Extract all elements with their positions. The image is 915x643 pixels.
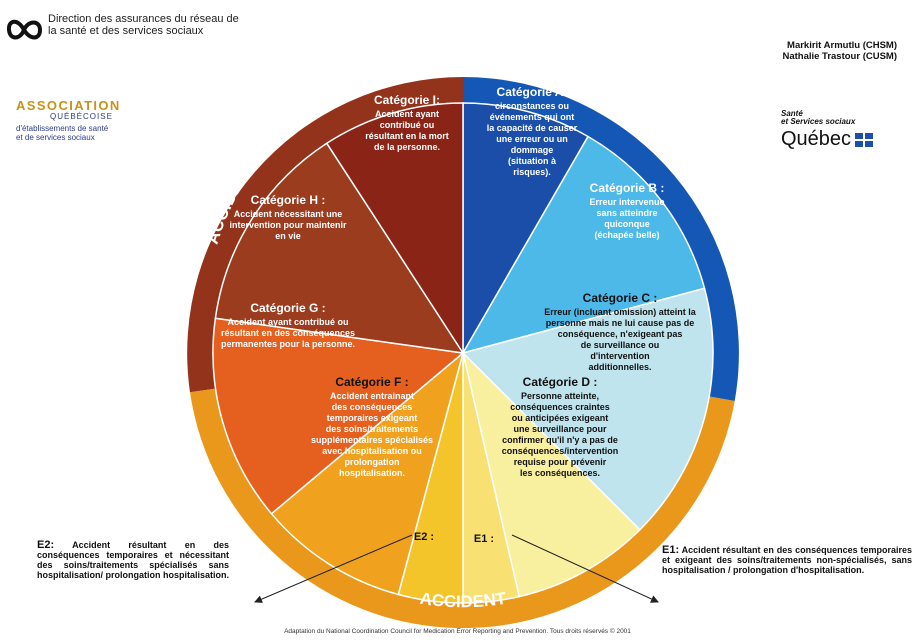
category-c-line: personne mais ne lui cause pas de bbox=[546, 318, 695, 328]
legend-e1-key: E1: bbox=[662, 544, 680, 556]
category-d-line: ou anticipées exigeant bbox=[512, 413, 609, 423]
quebec-flag-icon bbox=[855, 132, 874, 147]
category-f-line: des conséquences bbox=[332, 402, 413, 412]
category-f-line: hospitalisation. bbox=[339, 468, 405, 478]
category-a-line: la capacité de causer bbox=[487, 123, 578, 133]
direction-logo-icon bbox=[6, 19, 43, 40]
category-b-line: sans atteindre bbox=[596, 208, 657, 218]
category-h-line: Accident nécessitant une bbox=[234, 209, 343, 219]
category-i-line: contribué ou bbox=[380, 120, 435, 130]
direction-text: Direction des assurances du réseau de la… bbox=[48, 13, 239, 37]
category-e2-label: E2 : bbox=[414, 531, 434, 543]
association-name: ASSOCIATION bbox=[16, 98, 121, 113]
wedge-category-g bbox=[212, 317, 465, 515]
legend-e2-key: E2: bbox=[37, 539, 55, 551]
arrow-e1 bbox=[511, 534, 659, 603]
category-wedges bbox=[212, 102, 714, 604]
legend-e2-text: Accident résultant en des conséquences t… bbox=[37, 540, 230, 580]
sante-line-2: et Services sociaux bbox=[781, 117, 856, 126]
category-d-line: une surveillance pour bbox=[513, 424, 607, 434]
arrow-e2 bbox=[254, 534, 413, 603]
association-sub: QUÉBÉCOISE bbox=[50, 112, 113, 121]
wedge-category-f bbox=[270, 350, 465, 596]
category-c-line: de surveillance ou bbox=[581, 340, 660, 350]
category-b-line: (échapée belle) bbox=[594, 230, 659, 240]
author-1: Markirit Armutlu (CHSM) bbox=[787, 40, 897, 51]
category-i-line: de la personne. bbox=[374, 142, 440, 152]
category-d-line: requise pour prévenir bbox=[514, 457, 607, 467]
authors: Markirit Armutlu (CHSM) Nathalie Trastou… bbox=[782, 40, 897, 62]
category-f-line: des soins/traitements bbox=[326, 424, 419, 434]
association-line-2: et de services sociaux bbox=[16, 133, 95, 142]
association-line-1: d'établissements de santé bbox=[16, 124, 109, 133]
sante-line-1: Santé bbox=[781, 109, 803, 118]
category-c-line: conséquence, n'exigeant pas bbox=[558, 329, 683, 339]
wedge-category-a bbox=[462, 102, 590, 356]
category-i-title: Catégorie I: bbox=[374, 93, 440, 107]
category-f-title: Catégorie F : bbox=[335, 375, 408, 389]
category-a-line: dommage bbox=[511, 145, 554, 155]
category-f-line: supplémentaires spécialisés bbox=[311, 435, 433, 445]
legend-e1-text: Accident résultant en des conséquences t… bbox=[662, 545, 913, 575]
wedge-category-c bbox=[461, 287, 714, 531]
category-g-line: permanentes pour la personne. bbox=[221, 339, 355, 349]
category-d-line: conséquences/intervention bbox=[502, 446, 619, 456]
category-d-line: confirmer qu'il n'y a pas de bbox=[502, 435, 618, 445]
quebec-wordmark: Québec bbox=[781, 128, 852, 150]
author-2: Nathalie Trastour (CUSM) bbox=[782, 51, 897, 62]
category-a-line: risques). bbox=[513, 167, 551, 177]
category-i-line: Accident ayant bbox=[375, 109, 439, 119]
category-c-line: additionnelles. bbox=[588, 362, 651, 372]
category-c-title: Catégorie C : bbox=[583, 291, 658, 305]
wedge-category-i bbox=[325, 102, 464, 356]
footer-credit: Adaptation du National Coordination Coun… bbox=[284, 628, 631, 635]
category-g-line: Accident ayant contribué ou bbox=[227, 317, 348, 327]
category-d-line: conséquences craintes bbox=[510, 402, 610, 412]
category-a-line: événements qui ont bbox=[490, 112, 575, 122]
category-g-line: résultant en des conséquences bbox=[221, 328, 355, 338]
category-a-line: (situation à bbox=[508, 156, 557, 166]
category-b-line: quiconque bbox=[604, 219, 650, 229]
category-f-line: temporaires exigeant bbox=[327, 413, 418, 423]
category-d-line: les conséquences. bbox=[520, 468, 600, 478]
category-b-line: Erreur intervenue bbox=[589, 197, 664, 207]
category-c-line: d'intervention bbox=[590, 351, 649, 361]
ring-label-accident: ACCIDENT bbox=[419, 589, 508, 612]
legend-e2: E2: Accident résultant en des conséquenc… bbox=[37, 539, 230, 581]
category-b-title: Catégorie B : bbox=[590, 181, 665, 195]
category-h-line: intervention pour maintenir bbox=[229, 220, 347, 230]
category-f-line: avec hospitalisation ou bbox=[322, 446, 422, 456]
category-g-title: Catégorie G : bbox=[250, 301, 325, 315]
category-d-line: Personne atteinte, bbox=[521, 391, 599, 401]
category-f-line: Accident entrainant bbox=[330, 391, 414, 401]
category-c-line: Erreur (incluant omission) atteint la bbox=[544, 307, 697, 317]
wedge-category-h bbox=[214, 142, 465, 354]
category-d-title: Catégorie D : bbox=[523, 375, 598, 389]
wedge-category-d bbox=[461, 350, 641, 598]
quebec-logo: Santé et Services sociaux Québec bbox=[781, 109, 874, 151]
category-h-title: Catégorie H : bbox=[251, 193, 326, 207]
category-e1-label: E1 : bbox=[474, 533, 494, 545]
association-logo: ASSOCIATION QUÉBÉCOISE d'établissements … bbox=[16, 98, 121, 142]
category-f-line: prolongation bbox=[345, 457, 400, 467]
legend-e1: E1: Accident résultant en des conséquenc… bbox=[662, 544, 913, 576]
wedge-category-b bbox=[461, 135, 706, 355]
category-a-line: circonstances ou bbox=[495, 101, 569, 111]
category-i-line: résultant en la mort bbox=[365, 131, 449, 141]
category-a-title: Catégorie A: bbox=[497, 85, 568, 99]
category-h-line: en vie bbox=[275, 231, 301, 241]
category-a-line: une erreur ou un bbox=[496, 134, 568, 144]
